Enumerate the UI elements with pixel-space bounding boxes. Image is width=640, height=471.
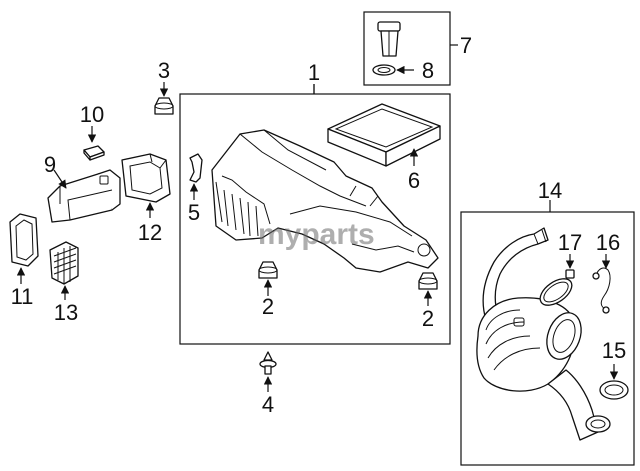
- callout-5: 5: [188, 200, 200, 225]
- callout-3: 3: [158, 58, 170, 83]
- part-2-grommet-c[interactable]: [154, 97, 174, 115]
- callout-15: 15: [602, 338, 626, 363]
- callout-8: 8: [422, 58, 434, 83]
- callout-2a: 2: [262, 294, 274, 319]
- callout-17: 17: [558, 230, 582, 255]
- callout-16: 16: [596, 230, 620, 255]
- part-10-pad[interactable]: [83, 145, 105, 161]
- callout-7: 7: [460, 33, 472, 58]
- part-2-grommet-a[interactable]: [258, 261, 278, 279]
- part-11-seal-frame[interactable]: [9, 213, 39, 267]
- callout-9: 9: [44, 152, 56, 177]
- part-2-grommet-b[interactable]: [418, 272, 438, 290]
- callout-10: 10: [80, 102, 104, 127]
- callout-13: 13: [54, 300, 78, 325]
- group-box-7: [363, 11, 451, 86]
- part-13-screen[interactable]: [49, 241, 79, 285]
- group-box-1: [179, 93, 451, 345]
- callout-1: 1: [308, 60, 320, 85]
- part-7-sensor[interactable]: [377, 21, 401, 57]
- part-4-push-pin[interactable]: [259, 351, 277, 375]
- callout-11: 11: [11, 284, 34, 309]
- group-box-14: [460, 211, 635, 466]
- part-5-clip[interactable]: [189, 153, 203, 183]
- part-17-hose-clamp[interactable]: [536, 269, 577, 311]
- callout-14: 14: [538, 178, 562, 203]
- part-15-ring-seal[interactable]: [599, 380, 629, 400]
- part-8-seal[interactable]: [372, 64, 396, 76]
- part-14-intake-hose[interactable]: [476, 227, 611, 441]
- part-12-inlet-scoop[interactable]: [121, 153, 171, 203]
- part-16-wire-clip[interactable]: [592, 267, 611, 314]
- callout-2b: 2: [422, 306, 434, 331]
- callout-4: 4: [262, 392, 274, 417]
- part-6-air-filter[interactable]: [327, 103, 441, 167]
- callout-6: 6: [408, 168, 420, 193]
- part-1-air-cleaner-housing[interactable]: [211, 129, 439, 273]
- callout-12: 12: [138, 220, 162, 245]
- leader-9: [53, 169, 67, 189]
- watermark: myparts: [258, 218, 375, 251]
